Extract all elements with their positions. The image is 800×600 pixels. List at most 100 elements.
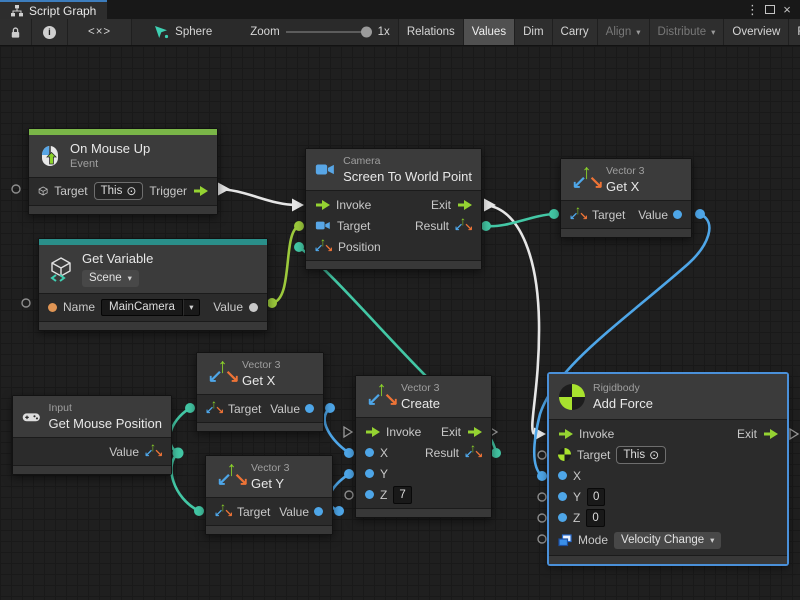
float-port[interactable] — [673, 210, 682, 220]
float-port[interactable] — [558, 471, 567, 481]
target-self-chip[interactable]: This ⊙ — [616, 445, 667, 464]
wire-endpoint[interactable] — [194, 506, 204, 516]
node-header[interactable]: ↑↙↘ Vector 3 Get X — [561, 159, 691, 201]
node-get-variable[interactable]: Get Variable Scene ▾ Name MainCamera ▾ V… — [38, 238, 268, 331]
tab-script-graph[interactable]: Script Graph — [0, 0, 108, 19]
wire-endpoint[interactable] — [481, 221, 491, 231]
float-port[interactable] — [558, 513, 567, 523]
wire-endpoint[interactable] — [185, 403, 195, 413]
node-header[interactable]: Get Variable Scene ▾ — [39, 245, 267, 293]
align-button[interactable]: Align ▾ — [597, 19, 650, 45]
wire-getx-to-addforce-x[interactable] — [532, 212, 711, 477]
vector3-port[interactable]: ↑↙↘ — [464, 441, 484, 462]
wire-endpoint[interactable] — [294, 221, 304, 231]
wire-endpoint[interactable] — [267, 298, 277, 308]
dim-button[interactable]: Dim — [515, 19, 553, 45]
inspect-button[interactable]: i — [32, 19, 68, 45]
node-screen-to-world-point[interactable]: Camera Screen To World Point Invoke Exit… — [305, 148, 482, 271]
node-header[interactable]: ↑↙↘ Vector 3 Get X — [197, 353, 323, 395]
float-port[interactable] — [365, 490, 374, 500]
unconnected-flow-port[interactable] — [789, 427, 800, 441]
float-port[interactable] — [305, 404, 314, 414]
z-value-field[interactable]: 7 — [393, 485, 412, 504]
overview-button[interactable]: Overview — [724, 19, 790, 45]
wire-endpoint[interactable] — [344, 469, 354, 479]
target-self-chip[interactable]: This ⊙ — [93, 182, 144, 201]
node-header[interactable]: ↑↙↘ Vector 3 Create — [356, 376, 491, 418]
wire-mouse-to-gety[interactable] — [170, 452, 200, 513]
wire-mouse-to-getx[interactable] — [168, 406, 191, 455]
vector3-port[interactable]: ↑↙↘ — [205, 397, 225, 418]
vector3-port[interactable]: ↑↙↘ — [314, 235, 334, 256]
node-get-x-mid[interactable]: ↑↙↘ Vector 3 Get X ↑↙↘ Target Value — [196, 352, 324, 433]
unconnected-port[interactable] — [344, 490, 354, 500]
vector3-port[interactable]: ↑↙↘ — [144, 440, 164, 461]
node-get-y[interactable]: ↑↙↘ Vector 3 Get Y ↑↙↘ Target Value — [205, 455, 333, 536]
node-get-x-top[interactable]: ↑↙↘ Vector 3 Get X ↑↙↘ Target Value — [560, 158, 692, 239]
node-get-mouse-position[interactable]: Input Get Mouse Position Value ↑↙↘ — [12, 395, 172, 476]
wire-endpoint[interactable] — [334, 506, 344, 516]
unconnected-port[interactable] — [21, 298, 31, 308]
code-preview-button[interactable]: <×> — [68, 19, 133, 45]
z-value-field[interactable]: 0 — [586, 508, 605, 527]
float-port[interactable] — [558, 492, 567, 502]
node-header[interactable]: ↑↙↘ Vector 3 Get Y — [206, 456, 332, 498]
wire-result-to-getx-target[interactable] — [485, 212, 555, 228]
unconnected-port[interactable] — [537, 492, 547, 502]
node-on-mouse-up[interactable]: On Mouse Up Event Target This ⊙ Trigger — [28, 128, 218, 215]
value-port[interactable] — [249, 302, 258, 312]
fullscreen-button[interactable]: Full Screen — [789, 19, 800, 45]
unconnected-port[interactable] — [11, 184, 21, 194]
node-header[interactable]: Rigidbody Add Force — [549, 374, 787, 420]
relations-button[interactable]: Relations — [397, 19, 464, 45]
wire-endpoint[interactable] — [491, 448, 501, 458]
carry-button[interactable]: Carry — [552, 19, 598, 45]
values-button[interactable]: Values — [463, 19, 516, 45]
flow-in-port[interactable] — [558, 428, 573, 439]
distribute-button[interactable]: Distribute ▾ — [649, 19, 725, 45]
node-add-force[interactable]: Rigidbody Add Force Invoke Exit Target T… — [548, 373, 788, 566]
node-header[interactable]: Camera Screen To World Point — [306, 149, 481, 191]
menu-icon[interactable]: ⋮ — [746, 2, 759, 17]
float-port[interactable] — [314, 507, 323, 517]
wire-endpoint[interactable] — [172, 447, 184, 459]
string-port[interactable] — [48, 302, 57, 312]
wire-endpoint[interactable] — [695, 209, 705, 219]
y-value-field[interactable]: 0 — [587, 487, 606, 506]
flow-out-port[interactable] — [193, 186, 208, 197]
flow-out-port[interactable] — [763, 428, 778, 439]
node-header[interactable]: On Mouse Up Event — [29, 135, 217, 177]
zoom-slider-knob[interactable] — [360, 26, 372, 38]
maximize-icon[interactable] — [765, 5, 775, 14]
unconnected-port[interactable] — [537, 450, 547, 460]
wire-trigger-to-invoke[interactable] — [215, 187, 298, 207]
flow-in-port[interactable] — [315, 199, 330, 210]
wire-endpoint[interactable] — [344, 448, 354, 458]
wire-exit-to-addforce-invoke[interactable] — [485, 203, 541, 435]
rigidbody-port-icon[interactable] — [558, 448, 571, 462]
node-header[interactable]: Input Get Mouse Position — [13, 396, 171, 438]
vector3-port[interactable]: ↑↙↘ — [214, 500, 234, 521]
wire-endpoint[interactable] — [294, 242, 304, 252]
wire-endpoint[interactable] — [549, 209, 559, 219]
vector3-port[interactable]: ↑↙↘ — [569, 203, 589, 224]
flow-in-port[interactable] — [365, 426, 380, 437]
wire-endpoint[interactable] — [537, 471, 547, 481]
wire-getx-to-create-x[interactable] — [323, 407, 350, 455]
flow-out-port[interactable] — [467, 426, 482, 437]
mode-dropdown[interactable]: Velocity Change ▾ — [614, 531, 722, 549]
float-port[interactable] — [365, 448, 374, 458]
wire-variable-to-target[interactable] — [271, 224, 300, 305]
lock-button[interactable] — [0, 19, 32, 45]
variable-scope-dropdown[interactable]: Scene ▾ — [82, 269, 139, 287]
close-icon[interactable]: × — [783, 2, 791, 17]
variable-name-dropdown[interactable]: MainCamera ▾ — [101, 298, 200, 316]
unconnected-flow-port[interactable] — [343, 425, 354, 439]
vector3-port[interactable]: ↑↙↘ — [454, 214, 474, 235]
float-port[interactable] — [365, 469, 374, 479]
wire-endpoint[interactable] — [325, 403, 335, 413]
unconnected-port[interactable] — [537, 534, 547, 544]
unconnected-port[interactable] — [537, 513, 547, 523]
flow-out-port[interactable] — [457, 199, 472, 210]
zoom-slider[interactable] — [285, 26, 372, 38]
